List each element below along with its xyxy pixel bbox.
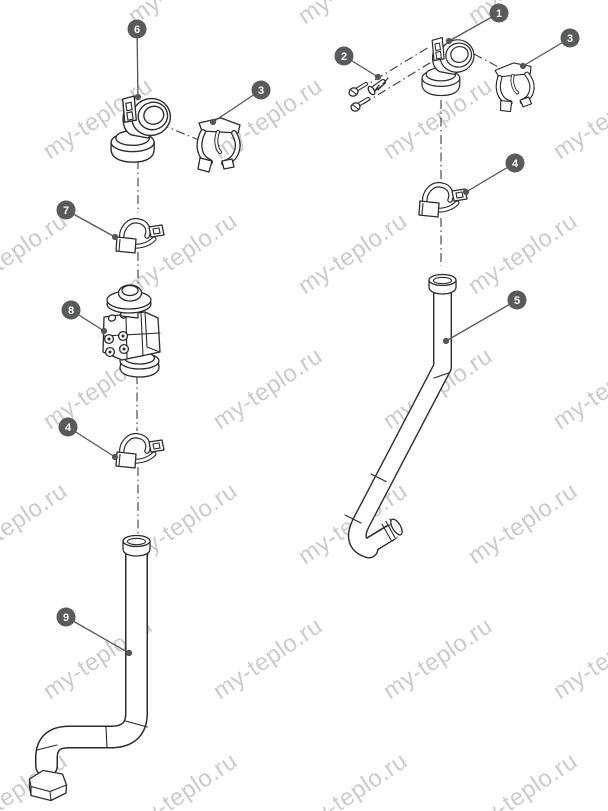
callout-circle	[334, 46, 354, 66]
supply-pipe	[28, 534, 151, 802]
callout-circle	[56, 607, 76, 627]
leader-dot	[125, 649, 133, 657]
callout-pipe-clip-right: 4	[462, 153, 525, 196]
callout-circle	[251, 80, 271, 100]
callout-number: 4	[65, 422, 72, 434]
callout-elbow-fitting-left: 6	[127, 19, 147, 101]
callout-circle	[489, 3, 509, 23]
callout-return-pipe: 5	[442, 290, 527, 345]
spring-clip-left	[198, 118, 240, 172]
callout-number: 1	[496, 8, 502, 20]
leader-dot	[111, 233, 119, 241]
screw-and-sensor-set	[348, 77, 389, 112]
callout-spring-clip-left: 3	[209, 80, 271, 126]
leader-dot	[374, 73, 382, 81]
pipe-clip-top-left	[116, 221, 164, 253]
callout-circle	[505, 153, 525, 173]
callout-spring-clip-right: 3	[519, 28, 580, 70]
callout-number: 5	[514, 295, 520, 307]
callout-circle	[127, 19, 147, 39]
callout-number: 3	[567, 33, 573, 45]
callout-circle	[507, 290, 527, 310]
leader-dot	[519, 62, 527, 70]
callout-pipe-clip-bottom-left: 4	[58, 417, 119, 461]
callout-supply-pipe: 9	[56, 607, 133, 657]
callout-circle	[560, 28, 580, 48]
callout-number: 6	[134, 24, 140, 36]
callout-circle	[58, 417, 78, 437]
callout-number: 4	[512, 158, 519, 170]
elbow-fitting-left	[110, 93, 175, 163]
elbow-fitting-right	[421, 35, 479, 97]
callout-circle	[61, 300, 81, 320]
callout-number: 2	[341, 51, 347, 63]
callout-screw-and-sensor-set: 2	[334, 46, 382, 81]
return-pipe	[344, 273, 457, 559]
pipe-clip-bottom-left	[116, 436, 164, 468]
leader-dot	[111, 453, 119, 461]
leader-dot	[445, 37, 453, 45]
leader-dot	[209, 118, 217, 126]
callout-circle	[56, 200, 76, 220]
callout-number: 7	[63, 205, 69, 217]
callout-elbow-fitting-right: 1	[445, 3, 509, 45]
leader-dot	[134, 93, 142, 101]
pipe-clip-right	[419, 185, 467, 217]
callout-valve-assembly: 8	[61, 300, 108, 335]
valve-assembly	[102, 284, 161, 378]
leader-dot	[442, 337, 450, 345]
leader-dot	[462, 188, 470, 196]
leader-dot	[100, 327, 108, 335]
callout-pipe-clip-top-left: 7	[56, 200, 119, 241]
spring-clip-right	[494, 60, 538, 113]
callout-number: 3	[258, 85, 264, 97]
callout-layer: 1 2 3 4 5 6 3 7 8 4 9	[56, 3, 580, 657]
callout-number: 8	[68, 305, 74, 317]
callout-number: 9	[63, 612, 69, 624]
